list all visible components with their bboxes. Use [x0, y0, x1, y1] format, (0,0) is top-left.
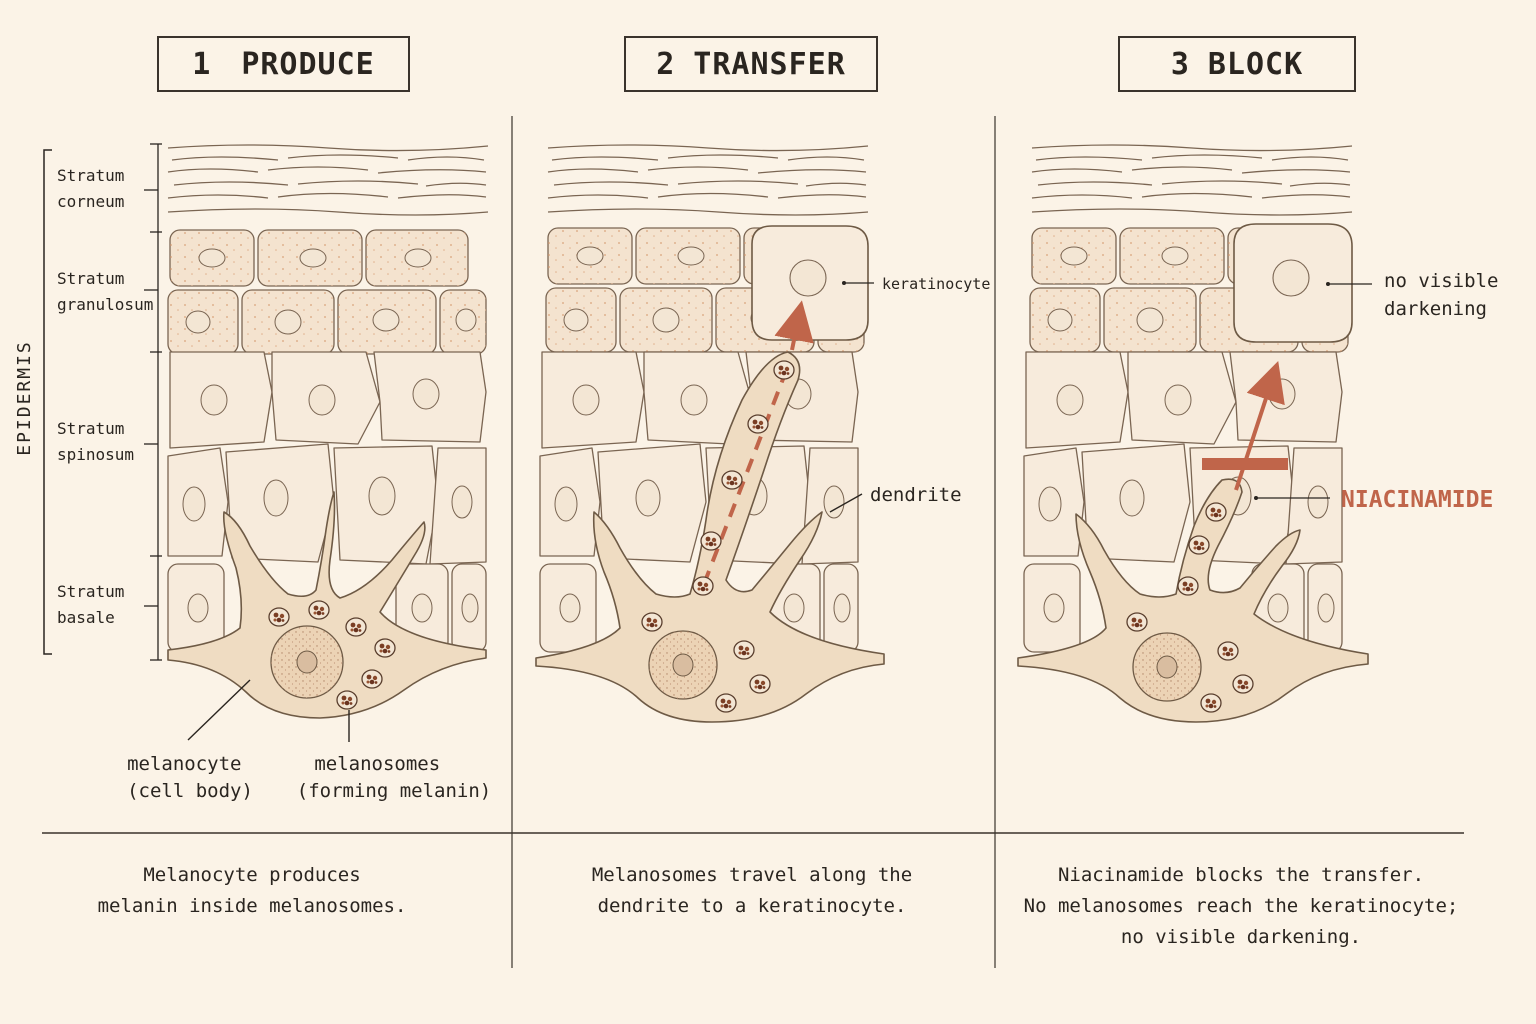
caption-block: Niacinamide blocks the transfer. No mela…: [1023, 864, 1459, 948]
caption-produce: Melanocyte produces melanin inside melan…: [97, 864, 407, 917]
panel-title-text: PRODUCE: [241, 46, 375, 82]
melanocyte-cell: [1017, 478, 1369, 723]
panel-title-text: TRANSFER: [693, 46, 846, 82]
panel-number: 1: [192, 46, 212, 82]
block-bar: [1202, 458, 1288, 470]
panel-number: 3: [1170, 46, 1190, 82]
panel-title-block: 3 BLOCK: [1118, 36, 1356, 92]
panel-transfer-diagram: [535, 144, 885, 723]
layer-legend: EPIDERMIS Stratum corneum Stratum granul…: [14, 143, 162, 661]
melanocyte-label: melanocyte (cell body): [127, 753, 253, 802]
caption-transfer: Melanosomes travel along the dendrite to…: [591, 864, 913, 917]
panel-title-text: BLOCK: [1207, 46, 1304, 82]
niacinamide-label: NIACINAMIDE: [1341, 487, 1493, 513]
epidermis-label: EPIDERMIS: [14, 340, 35, 456]
no-darkening-label: no visible darkening: [1384, 270, 1510, 320]
panel-number: 2: [656, 46, 676, 82]
panel-title-produce: 1 PRODUCE: [157, 36, 410, 92]
melanosomes-label: melanosomes (forming melanin): [297, 753, 491, 802]
stratum-granulosum-label: Stratum granulosum: [57, 269, 153, 314]
keratinocyte-label: keratinocyte: [882, 275, 990, 293]
panel-block-diagram: [1017, 144, 1372, 723]
dendrite-label: dendrite: [870, 484, 962, 506]
stratum-corneum-label: Stratum corneum: [57, 166, 134, 211]
stratum-spinosum-label: Stratum spinosum: [57, 419, 134, 464]
panel-title-transfer: 2 TRANSFER: [624, 36, 878, 92]
stratum-basale-label: Stratum basale: [57, 582, 134, 627]
panel-produce-diagram: [167, 144, 489, 742]
